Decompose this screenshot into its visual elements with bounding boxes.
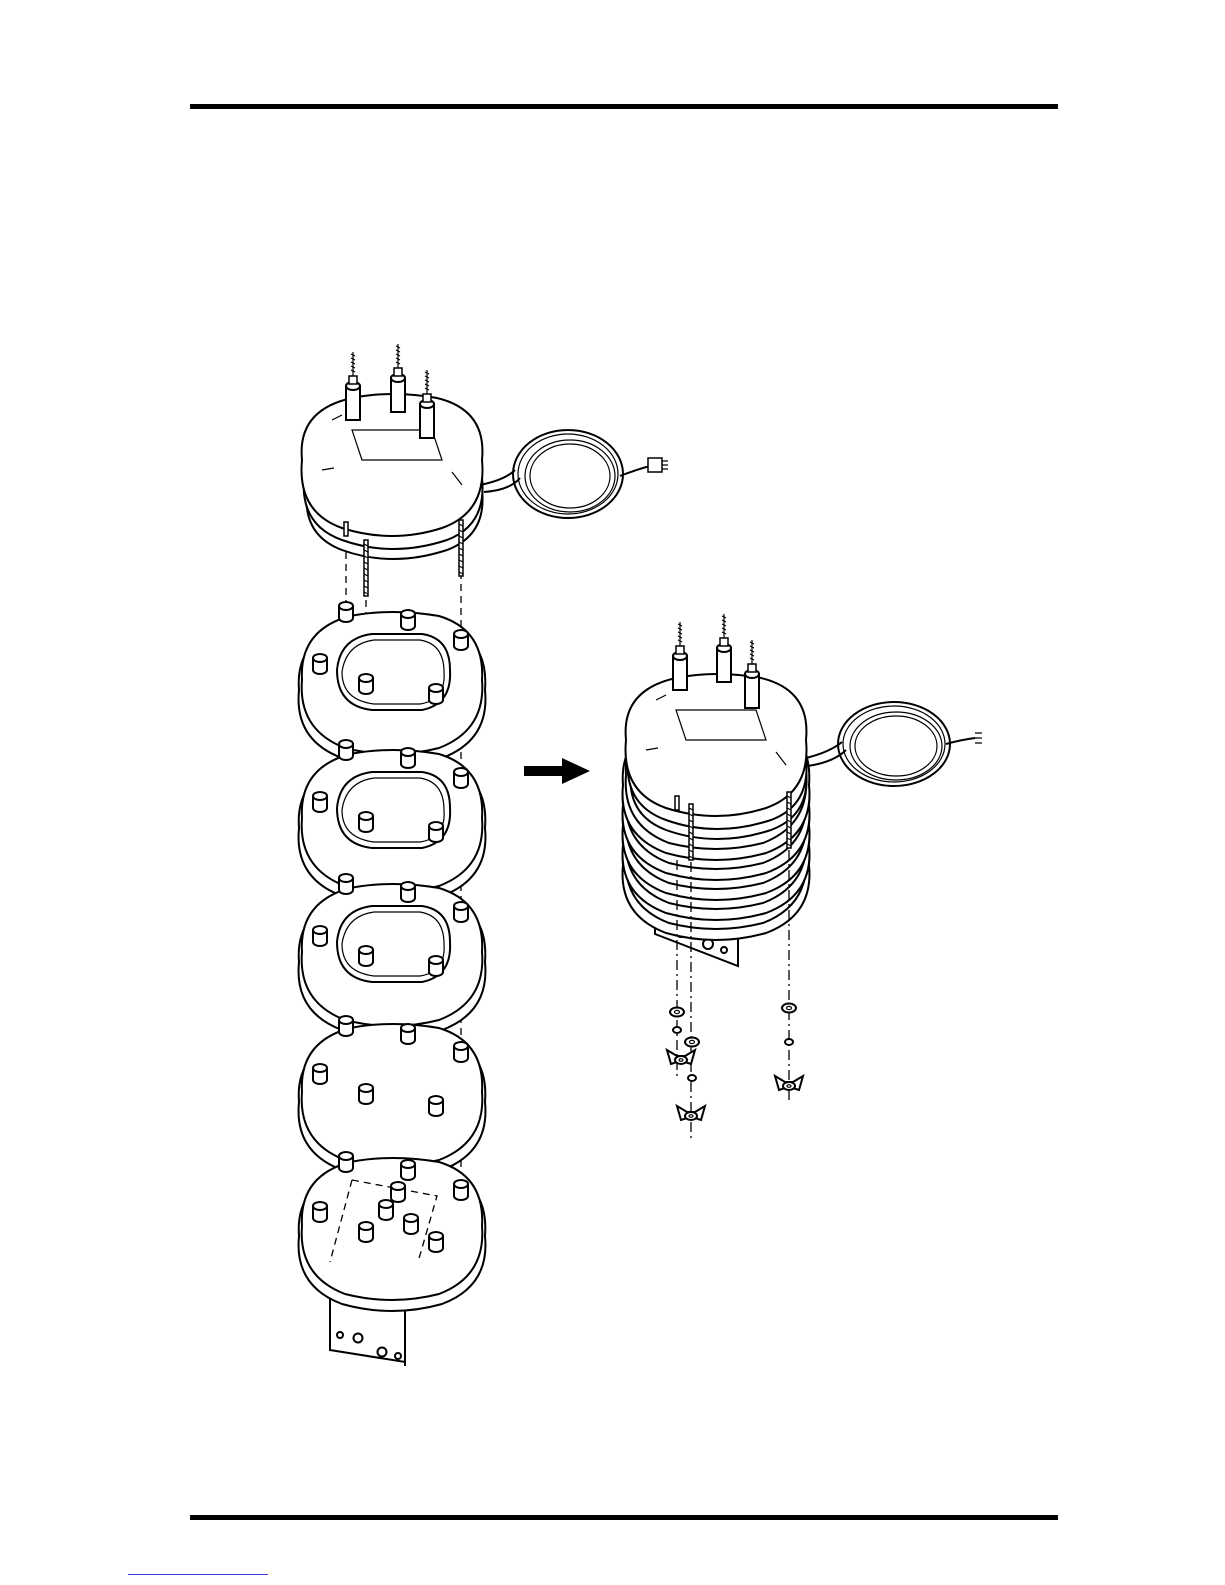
- threaded-rod: [787, 792, 791, 848]
- nut: [379, 1200, 393, 1220]
- standoff-post: [401, 610, 415, 630]
- nut: [391, 1182, 405, 1202]
- threaded-rod: [675, 796, 679, 810]
- standoff-post: [429, 1096, 443, 1116]
- standoff-post: [313, 654, 327, 674]
- standoff-post: [429, 822, 443, 842]
- screw-post: [745, 640, 759, 708]
- screw-post: [391, 344, 405, 412]
- nut: [404, 1214, 418, 1234]
- standoff-post: [359, 946, 373, 966]
- standoff-post: [359, 812, 373, 832]
- standoff-post: [454, 902, 468, 922]
- standoff-post: [339, 874, 353, 894]
- standoff-post: [339, 1152, 353, 1172]
- cap-icon: [626, 674, 807, 839]
- assembled-view: [623, 614, 982, 1140]
- standoff-post: [401, 1160, 415, 1180]
- standoff-post: [401, 1024, 415, 1044]
- washer-icon: [685, 1038, 699, 1047]
- standoff-post: [454, 630, 468, 650]
- cable-coil-icon: [806, 702, 982, 786]
- screw-post: [673, 622, 687, 690]
- standoff-post: [359, 1084, 373, 1104]
- threaded-rod: [344, 522, 348, 536]
- standoff-post: [429, 684, 443, 704]
- screw-post: [420, 370, 434, 438]
- standoff-post: [313, 792, 327, 812]
- threaded-rod: [459, 520, 463, 576]
- standoff-post: [429, 956, 443, 976]
- bottom-rule: [190, 1515, 1058, 1520]
- standoff-post: [401, 748, 415, 768]
- washer-icon: [670, 1008, 684, 1017]
- standoff-post: [454, 1180, 468, 1200]
- standoff-post: [429, 1232, 443, 1252]
- standoff-post: [339, 1016, 353, 1036]
- standoff-post: [401, 882, 415, 902]
- standoff-post: [359, 674, 373, 694]
- arrow-right-icon: [524, 758, 590, 784]
- screw-post: [346, 352, 360, 420]
- exploded-view: [299, 344, 668, 1366]
- standoff-post: [313, 1202, 327, 1222]
- standoff-post: [454, 768, 468, 788]
- cable-coil-icon: [480, 430, 668, 518]
- standoff-post: [313, 1064, 327, 1084]
- threaded-rod: [689, 804, 693, 860]
- standoff-post: [313, 926, 327, 946]
- threaded-rod: [364, 540, 368, 596]
- screw-post: [717, 614, 731, 682]
- standoff-post: [339, 602, 353, 622]
- footer-link-underline[interactable]: [128, 1574, 268, 1575]
- washer-icon: [782, 1004, 796, 1013]
- washer-icon: [785, 1039, 793, 1045]
- standoff-post: [454, 1042, 468, 1062]
- cap-icon: [302, 394, 483, 559]
- washer-icon: [688, 1075, 696, 1081]
- standoff-post: [339, 740, 353, 760]
- washer-icon: [673, 1027, 681, 1033]
- wing-nut-icon: [667, 1050, 695, 1064]
- standoff-post: [359, 1222, 373, 1242]
